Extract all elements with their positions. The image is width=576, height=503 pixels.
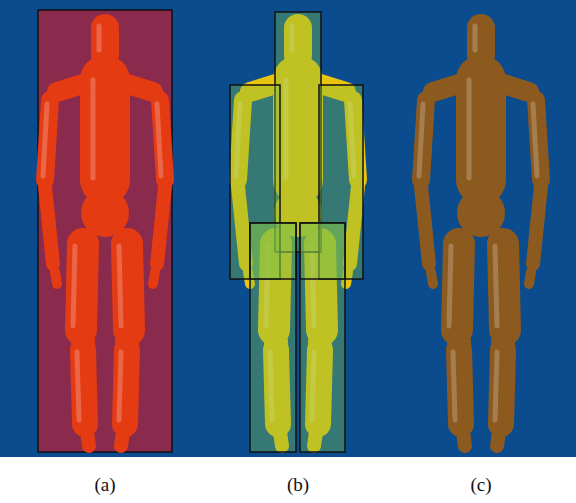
mannequin-red xyxy=(43,26,165,446)
bounding-box xyxy=(38,10,172,452)
panel-label: (c) xyxy=(470,474,491,496)
panel-label: (b) xyxy=(287,474,309,496)
part-boxes xyxy=(230,12,363,452)
mannequin-brown xyxy=(419,26,541,446)
panel-label: (a) xyxy=(94,474,115,496)
blue-ground xyxy=(0,0,576,457)
